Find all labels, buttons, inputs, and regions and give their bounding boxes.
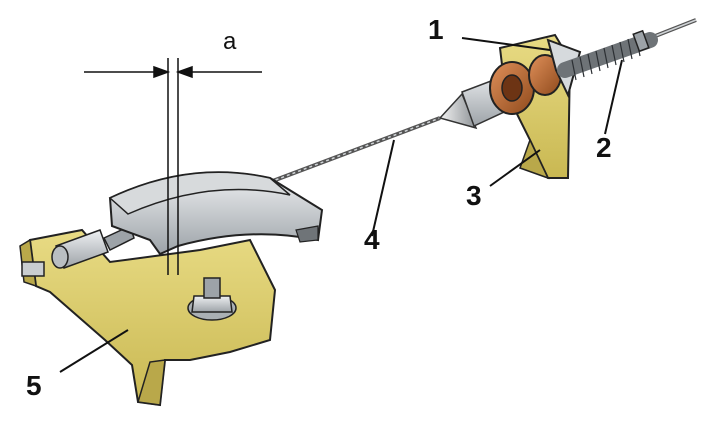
callout-1: 1 <box>428 14 444 45</box>
callout-2: 2 <box>596 132 612 163</box>
clamp-block <box>108 171 324 256</box>
adjusting-nut <box>489 54 562 115</box>
dimension-label-a: a <box>223 28 237 55</box>
callout-5: 5 <box>26 370 42 401</box>
callout-3: 3 <box>466 180 482 211</box>
leader-lines <box>59 37 623 373</box>
bolt-and-nut <box>187 277 237 321</box>
callout-4: 4 <box>364 224 380 255</box>
cable-end-fitting <box>21 224 135 277</box>
spring-2 <box>557 29 658 81</box>
dimension-a-lines <box>84 58 262 275</box>
